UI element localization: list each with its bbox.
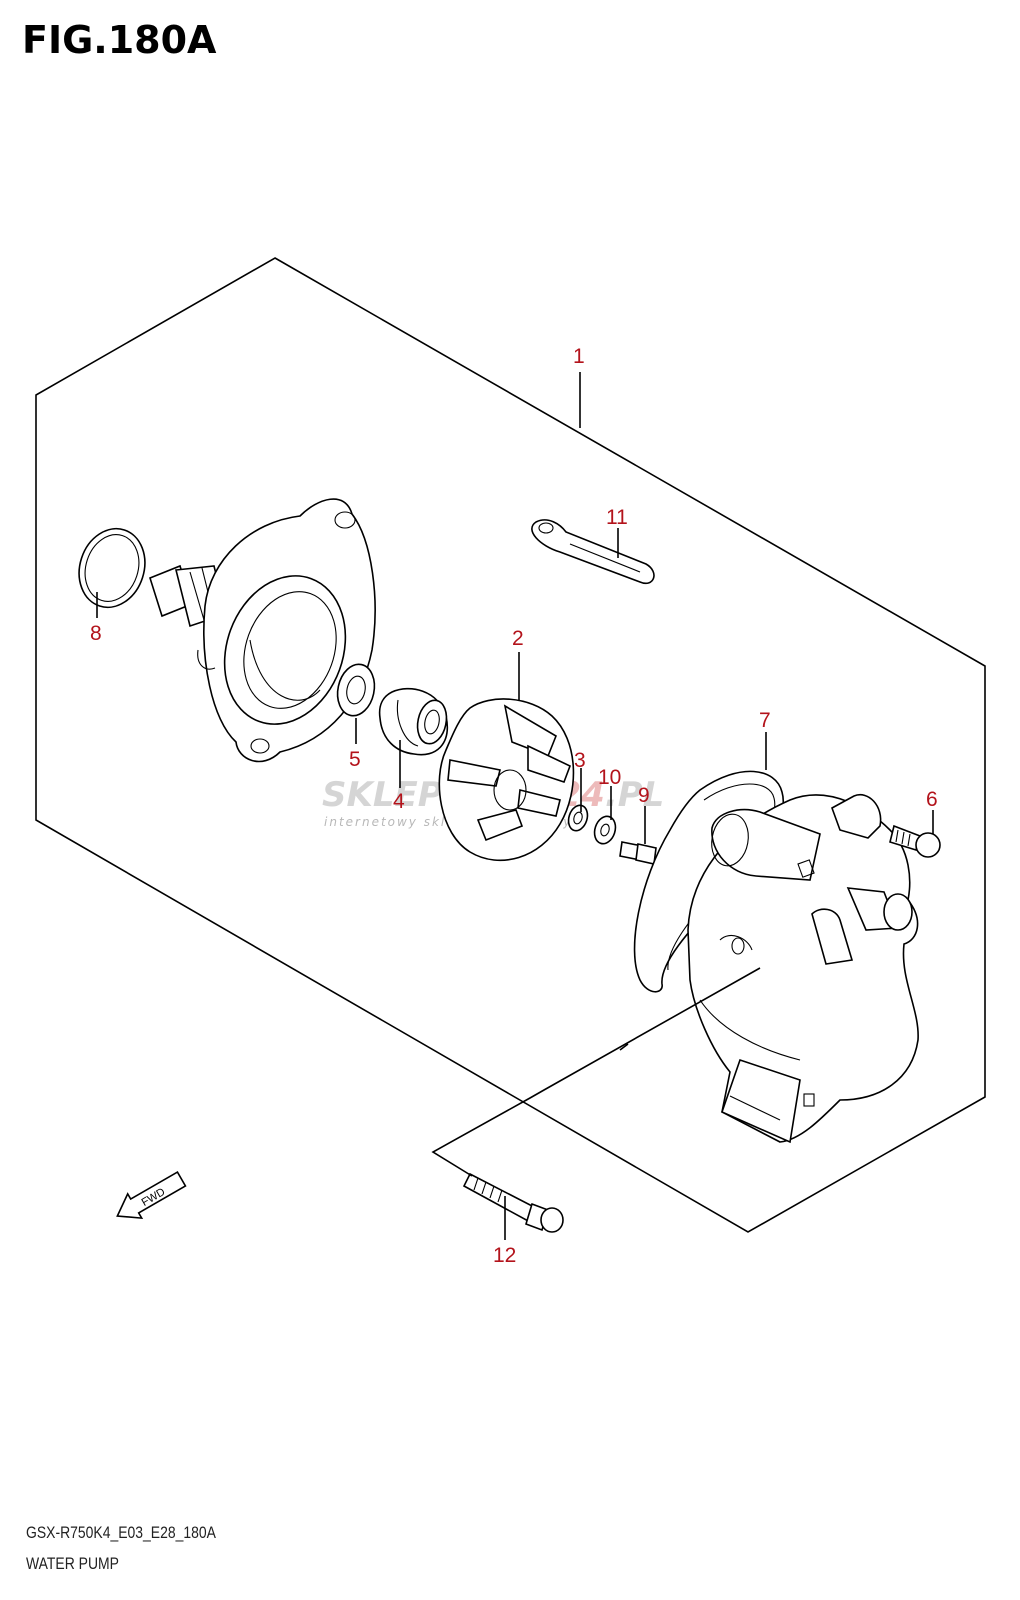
diagram-name: WATER PUMP [26,1554,119,1573]
leader-bracket-12 [431,967,761,1177]
fwd-label: FWD [140,1186,168,1209]
part-11-clamp [531,519,655,585]
part-2-impeller [438,698,575,861]
callout-12: 12 [493,1244,516,1267]
callout-10: 10 [598,766,621,789]
callout-1: 1 [573,345,585,368]
callout-6: 6 [926,788,938,811]
assembly-boundary [35,257,986,1233]
part-8-o-ring [78,527,146,609]
part-5-seal [336,663,376,717]
callout-2: 2 [512,627,524,650]
callout-5: 5 [349,748,361,771]
part-4-seal [378,688,449,756]
callout-leaders [96,372,934,1240]
part-12-bolt [462,1172,564,1233]
figure-title: FIG.180A [22,18,217,62]
callout-labels: 1 2 3 4 5 6 7 8 9 10 11 12 [90,345,938,1267]
model-code: GSX-R750K4_E03_E28_180A [26,1523,216,1542]
callout-3: 3 [574,749,586,772]
callout-7: 7 [759,709,771,732]
callout-4: 4 [393,790,405,813]
callout-8: 8 [90,622,102,645]
part-6-bolt [889,824,941,858]
callout-9: 9 [638,784,650,807]
part-pump-case [149,498,376,763]
part-10-washer [593,815,617,845]
watermark-tail: .PL [605,775,665,815]
part-3-washer [567,804,589,832]
part-9-bolt [619,841,657,865]
part-pump-cover [687,793,919,1144]
callout-11: 11 [606,506,628,529]
fwd-arrow-icon: FWD [116,1170,187,1220]
